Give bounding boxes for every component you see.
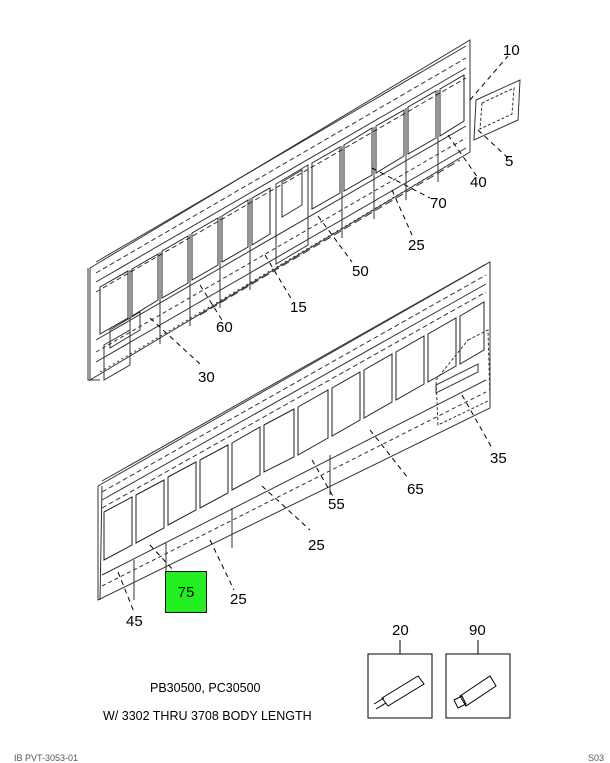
- upper-body-panel: [87, 39, 471, 381]
- callout-20: 20: [392, 622, 409, 639]
- callout-40: 40: [470, 174, 487, 191]
- figure-id: IB PVT-3053-01: [14, 753, 79, 763]
- callout-25-lower: 25: [230, 591, 247, 608]
- callout-45: 45: [126, 613, 143, 630]
- callout-labels: 10 5 40 70 25 50 15 60 30 35 65 55 25 25…: [126, 42, 520, 639]
- callout-35: 35: [490, 450, 507, 467]
- callout-55: 55: [328, 496, 345, 513]
- callout-75: 75: [177, 584, 195, 601]
- body-length-caption: W/ 3302 THRU 3708 BODY LENGTH: [103, 709, 312, 723]
- page-code: S03: [587, 753, 604, 763]
- callout-10: 10: [503, 42, 520, 59]
- callout-25-upper: 25: [408, 237, 425, 254]
- callout-90: 90: [469, 622, 486, 639]
- callout-25-middle: 25: [308, 537, 325, 554]
- highlighted-part-75[interactable]: 75: [165, 571, 207, 613]
- callout-50: 50: [352, 263, 369, 280]
- leader-lines: [117, 55, 509, 613]
- callout-60: 60: [216, 319, 233, 336]
- callout-5: 5: [505, 153, 513, 170]
- lower-body-panel: [97, 261, 491, 601]
- rear-panel-part: [473, 79, 521, 141]
- kit-boxes: [367, 640, 511, 719]
- callout-70: 70: [430, 195, 447, 212]
- callout-30: 30: [198, 369, 215, 386]
- callout-65: 65: [407, 481, 424, 498]
- callout-15: 15: [290, 299, 307, 316]
- model-caption: PB30500, PC30500: [150, 681, 261, 695]
